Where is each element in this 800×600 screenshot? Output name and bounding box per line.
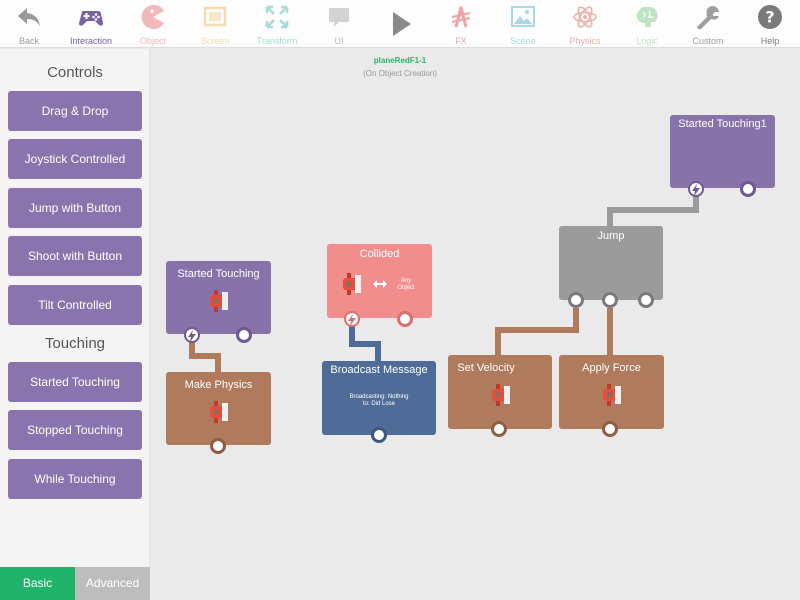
fx-icon: [451, 6, 471, 28]
controls-section-title: Controls: [47, 64, 103, 81]
output-port[interactable]: [491, 421, 507, 437]
wire-touching1-to-jump: [607, 195, 699, 228]
started-touching1-block[interactable]: Started Touching1: [670, 115, 775, 188]
joystick-controlled-button[interactable]: Joystick Controlled: [8, 139, 142, 179]
plane-sprite-icon: [603, 384, 621, 406]
physics-button[interactable]: Physics: [554, 0, 616, 48]
output-port[interactable]: [740, 181, 756, 197]
custom-button[interactable]: Custom: [677, 0, 739, 48]
started-touching-block[interactable]: Started Touching: [166, 261, 271, 334]
set-velocity-block[interactable]: Set Velocity: [448, 355, 552, 429]
scene-button[interactable]: Scene: [492, 0, 554, 48]
double-arrow-icon: [373, 280, 387, 288]
output-port[interactable]: [210, 438, 226, 454]
block-title: Set Velocity: [457, 362, 515, 374]
play-button[interactable]: [369, 0, 431, 48]
help-button[interactable]: ? Help: [739, 0, 800, 48]
interaction-label: Interaction: [69, 36, 113, 46]
object-button[interactable]: Object: [122, 0, 184, 48]
shoot-with-button-button[interactable]: Shoot with Button: [8, 236, 142, 276]
transform-arrows-icon: [265, 5, 289, 29]
svg-text:?: ?: [765, 8, 774, 27]
ui-button[interactable]: UI: [308, 0, 370, 48]
gamepad-icon: [79, 11, 103, 26]
trigger-bolt-icon[interactable]: [184, 327, 200, 343]
output-port-1[interactable]: [568, 292, 584, 308]
trigger-bolt-icon[interactable]: [344, 311, 360, 327]
speech-bubble-icon: [329, 8, 349, 27]
block-title: Collided: [359, 248, 400, 260]
object-name: planeRedF1-1: [373, 56, 427, 65]
wire-jump-to-velocity: [495, 308, 579, 356]
fx-button[interactable]: FX: [430, 0, 492, 48]
logic-button[interactable]: Logic: [616, 0, 678, 48]
wrench-icon: [697, 6, 719, 30]
output-port-3[interactable]: [638, 292, 654, 308]
block-title: Broadcast Message: [330, 364, 428, 376]
scene-label: Scene: [510, 36, 536, 46]
brain-icon: [636, 6, 658, 27]
plane-sprite-icon: [210, 290, 228, 312]
block-title: Jump: [597, 230, 625, 242]
collided-block[interactable]: Collided Any Object: [327, 244, 432, 318]
help-label: Help: [760, 36, 780, 46]
broadcast-detail-label: Broadcasting: Nothing to: Did Lose: [349, 394, 409, 407]
jump-with-button-button[interactable]: Jump with Button: [8, 188, 142, 228]
broadcast-message-block[interactable]: Broadcast Message Broadcasting: Nothing …: [322, 361, 436, 435]
object-event-subtitle: (On Object Creation): [363, 69, 437, 78]
transform-label: Transform: [256, 36, 298, 46]
ui-label: UI: [334, 36, 344, 46]
jump-block[interactable]: Jump: [559, 226, 663, 300]
plane-sprite-icon: [210, 401, 228, 423]
output-port-2[interactable]: [602, 292, 618, 308]
output-port[interactable]: [397, 311, 413, 327]
atom-icon: [573, 6, 597, 28]
output-port[interactable]: [371, 427, 387, 443]
block-title: Apply Force: [582, 362, 641, 374]
block-title: Started Touching1: [678, 118, 767, 130]
physics-label: Physics: [569, 36, 601, 46]
drag-drop-button[interactable]: Drag & Drop: [8, 91, 142, 131]
trigger-bolt-icon[interactable]: [688, 181, 704, 197]
wire-started-to-physics: [189, 342, 221, 374]
back-arrow-icon: [18, 8, 40, 26]
transform-button[interactable]: Transform: [246, 0, 308, 48]
back-label: Back: [18, 36, 39, 46]
logic-label: Logic: [636, 36, 658, 46]
screen-label: Screen: [200, 36, 230, 46]
while-touching-button[interactable]: While Touching: [8, 459, 142, 499]
screen-button[interactable]: Screen: [184, 0, 246, 48]
interaction-button[interactable]: Interaction: [60, 0, 122, 48]
plane-sprite-icon: [343, 273, 361, 295]
block-title: Make Physics: [184, 379, 253, 391]
tab-advanced[interactable]: Advanced: [75, 567, 150, 600]
tilt-controlled-button[interactable]: Tilt Controlled: [8, 285, 142, 325]
picture-icon: [511, 6, 535, 27]
behavior-sidebar: Controls Drag & Drop Joystick Controlled…: [0, 49, 150, 600]
back-button[interactable]: Back: [0, 0, 60, 48]
collided-target-label: Any Object: [397, 278, 415, 291]
output-port[interactable]: [602, 421, 618, 437]
screen-frame-icon: [203, 6, 227, 27]
tab-basic[interactable]: Basic: [0, 567, 75, 600]
started-touching-button[interactable]: Started Touching: [8, 362, 142, 402]
help-icon: ?: [758, 5, 782, 29]
fx-label: FX: [455, 36, 467, 46]
stopped-touching-button[interactable]: Stopped Touching: [8, 410, 142, 450]
top-toolbar: Back Interaction Object Screen: [0, 0, 800, 48]
block-title: Started Touching: [177, 268, 260, 280]
output-port[interactable]: [236, 327, 252, 343]
pacman-icon: [141, 4, 164, 29]
plane-sprite-icon: [492, 384, 510, 406]
play-icon: [393, 12, 411, 36]
make-physics-block[interactable]: Make Physics: [166, 372, 271, 445]
custom-label: Custom: [692, 36, 724, 46]
wire-collided-to-broadcast: [349, 326, 381, 362]
object-label: Object: [139, 36, 166, 46]
mode-tabs: Basic Advanced: [0, 567, 150, 600]
apply-force-block[interactable]: Apply Force: [559, 355, 664, 429]
touching-section-title: Touching: [44, 335, 106, 352]
